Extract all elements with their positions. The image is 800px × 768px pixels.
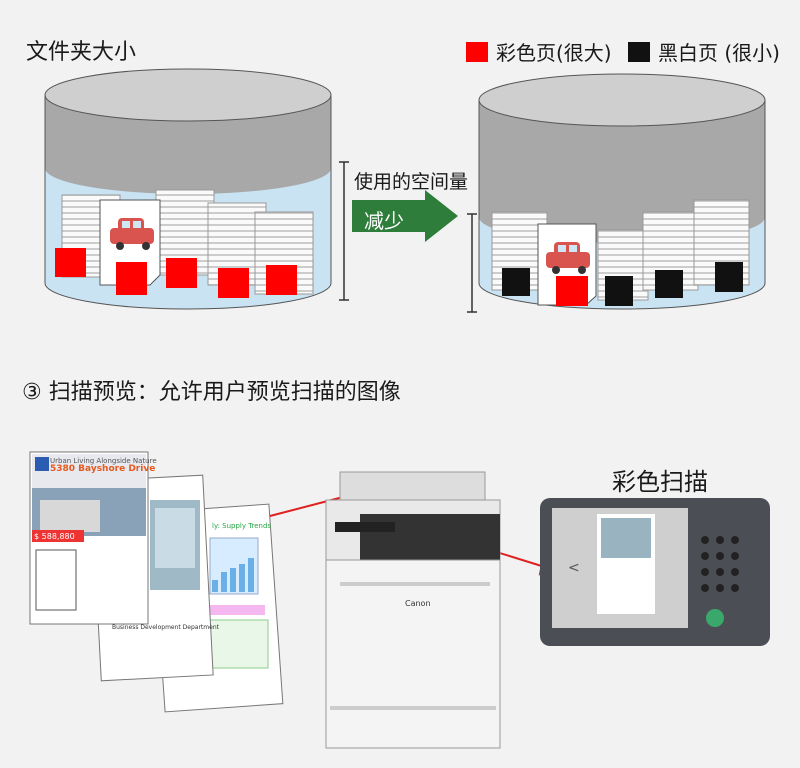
legend-item-bw: 黑白页 (很小)	[628, 37, 780, 66]
diagram-title: 文件夹大小	[26, 40, 137, 65]
left-size-bracket	[339, 161, 349, 301]
printer-illustration	[325, 471, 501, 749]
document-1	[29, 451, 149, 625]
left-cylinder	[44, 68, 332, 310]
panel-back-icon: <	[568, 560, 580, 576]
legend-swatch-bw	[628, 41, 650, 62]
legend-item-color: 彩色页(很大)	[466, 37, 612, 66]
doc3-heading: ly: Supply Trends	[212, 522, 272, 530]
legend-label-bw: 黑白页 (很小)	[658, 41, 780, 65]
doc2-footer: Business Development Department	[112, 624, 219, 631]
right-cylinder	[478, 73, 766, 310]
car-icon	[110, 218, 154, 250]
color-scan-label: 彩色扫描	[612, 468, 708, 496]
legend-label-color: 彩色页(很大)	[496, 41, 612, 65]
arrow-caption: 使用的空间量	[354, 171, 469, 193]
scan-preview-illustration: Canon <	[29, 451, 770, 749]
car-icon-right	[546, 242, 590, 274]
printer-brand: Canon	[405, 599, 431, 608]
section-title: ③ 扫描预览：允许用户预览扫描的图像	[22, 380, 401, 405]
right-size-bracket	[467, 213, 477, 313]
doc1-title: 5380 Bayshore Drive	[50, 464, 156, 474]
legend-swatch-color	[466, 41, 488, 62]
control-panel	[540, 498, 770, 646]
doc1-tagline: Urban Living Alongside Nature	[50, 457, 157, 465]
reduce-arrow	[352, 190, 458, 242]
arrow-label: 减少	[364, 209, 404, 233]
doc1-price: $ 588,880	[34, 532, 75, 541]
folder-size-diagram	[44, 68, 766, 313]
